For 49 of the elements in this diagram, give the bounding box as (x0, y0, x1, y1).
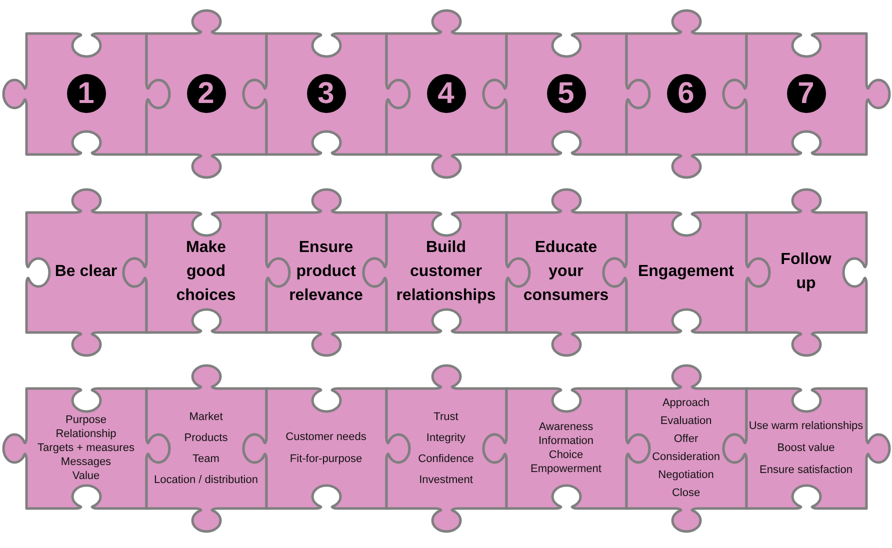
step-detail: Close (672, 486, 700, 500)
step-title: Build customer relationships (395, 238, 497, 306)
puzzle-piece (722, 32, 890, 156)
step-detail: Trust (434, 410, 458, 424)
step-detail: Confidence (418, 452, 474, 466)
step-detail: Value (72, 469, 100, 483)
step-detail: Purpose (66, 413, 106, 427)
step-detail: Relationship (56, 427, 116, 441)
step-title: Educate your consumers (522, 238, 610, 306)
step-detail: Use warm relationships (748, 419, 864, 433)
step-detail: Ensure satisfaction (760, 463, 852, 477)
step-detail: Customer needs (286, 430, 366, 444)
puzzle-piece (504, 188, 628, 356)
puzzle-piece (384, 8, 508, 178)
step-title: Make good choices (175, 238, 237, 306)
puzzle-piece (264, 188, 388, 356)
step-detail: Choice (548, 448, 584, 462)
puzzle-piece (122, 210, 290, 334)
step-detail: Messages (60, 455, 112, 469)
step-detail: Negotiation (658, 468, 714, 482)
step-title: Engagement (638, 262, 734, 282)
puzzle-piece (744, 188, 868, 356)
step-detail: Offer (674, 432, 698, 446)
step-detail: Products (184, 430, 228, 444)
step-detail: Location / distribution (154, 472, 258, 486)
step-detail: Boost value (777, 441, 835, 455)
puzzle-piece (144, 8, 268, 178)
step-detail: Investment (419, 472, 473, 486)
step-detail: Integrity (426, 430, 466, 444)
puzzle-piece (144, 364, 268, 532)
step-detail: Empowerment (530, 462, 602, 476)
step-detail: Fit-for-purpose (290, 452, 362, 466)
step-detail: Team (192, 452, 220, 466)
step-detail: Evaluation (660, 414, 712, 428)
step-detail: Consideration (652, 450, 720, 464)
puzzle-piece (624, 364, 748, 532)
puzzle-piece (722, 386, 890, 510)
step-title: Follow up (780, 250, 832, 294)
step-detail: Market (189, 410, 223, 424)
step-title: Ensure product relevance (288, 238, 364, 306)
step-detail: Awareness (538, 420, 594, 434)
puzzle-piece (624, 8, 748, 178)
step-detail: Approach (662, 396, 710, 410)
step-detail: Targets + measures (38, 441, 134, 455)
step-title: Be clear (54, 262, 118, 282)
step-detail: Information (538, 434, 594, 448)
puzzle-piece (384, 364, 508, 532)
puzzle-piece (24, 188, 148, 356)
puzzle-piece (482, 386, 650, 510)
